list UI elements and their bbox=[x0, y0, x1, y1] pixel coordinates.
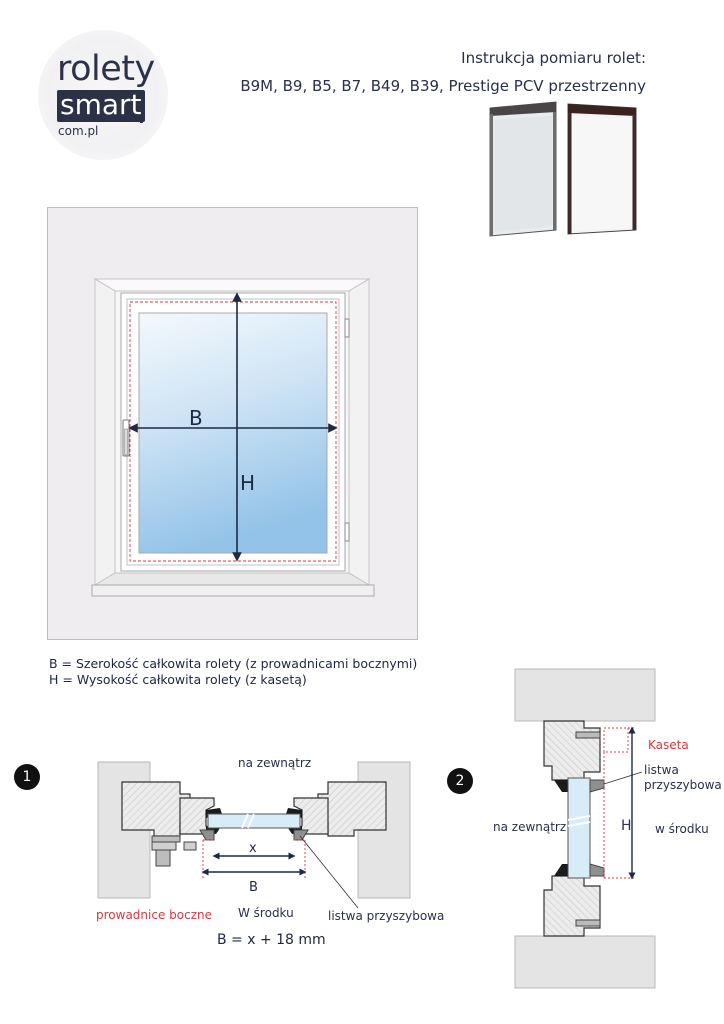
glass-pane-vertical bbox=[567, 777, 591, 879]
window-measurement-figure: B H bbox=[47, 207, 418, 640]
logo-word-rolety: rolety bbox=[57, 49, 155, 89]
window-glass bbox=[138, 312, 328, 554]
blind-left-image bbox=[489, 101, 557, 237]
outside-label-1: na zewnątrz bbox=[238, 756, 312, 770]
frame-profile-top bbox=[543, 720, 601, 781]
logo-word-smart: smart bbox=[57, 90, 145, 122]
glazing-bead-label-2b: przyszybowa bbox=[644, 778, 722, 792]
inside-label-2: w środku bbox=[655, 822, 709, 836]
frame-profile-bottom bbox=[543, 875, 601, 937]
height-label-2: H bbox=[621, 818, 632, 834]
glazing-bead-label-1: listwa przyszybowa bbox=[328, 909, 445, 923]
frame-profile-right bbox=[293, 781, 387, 837]
legend-height: H = Wysokość całkowita rolety (z kasetą) bbox=[49, 672, 307, 687]
glazing-bead-bottom bbox=[589, 863, 605, 877]
page-title: Instrukcja pomiaru rolet: bbox=[461, 49, 646, 67]
width-label: B bbox=[189, 406, 203, 430]
hinge-bottom bbox=[344, 522, 350, 542]
height-label: H bbox=[240, 471, 255, 495]
glazing-bead-left bbox=[199, 829, 215, 841]
vertical-section-diagram bbox=[514, 668, 656, 989]
step-badge-2: 2 bbox=[447, 768, 473, 794]
page-subtitle: B9M, B9, B5, B7, B49, B39, Prestige PCV … bbox=[240, 77, 646, 95]
cassette-label: Kaseta bbox=[648, 738, 689, 752]
step-badge-1: 1 bbox=[14, 764, 40, 790]
inside-label-1: W środku bbox=[238, 906, 294, 920]
logo-domain: com.pl bbox=[58, 124, 99, 138]
wall-top bbox=[514, 668, 656, 722]
outside-label-2: na zewnątrz bbox=[493, 820, 567, 834]
glazing-bead-label-2a: listwa bbox=[644, 763, 679, 777]
side-guides-label: prowadnice boczne bbox=[96, 908, 212, 922]
hinge-top bbox=[344, 318, 350, 338]
hinge-hardware bbox=[151, 841, 197, 867]
glazing-bead-right bbox=[293, 829, 309, 841]
dimension-x-label: x bbox=[249, 841, 257, 856]
product-photo-blinds bbox=[489, 101, 637, 237]
window-handle bbox=[122, 419, 130, 457]
wall-bottom bbox=[514, 935, 656, 989]
dimension-b-label: B bbox=[249, 880, 258, 895]
logo-dot: . bbox=[137, 97, 146, 130]
horizontal-section-diagram: x B bbox=[97, 761, 411, 909]
blind-right-image bbox=[567, 103, 637, 235]
legend-width: B = Szerokość całkowita rolety (z prowad… bbox=[49, 656, 418, 671]
window-sill bbox=[91, 584, 375, 597]
cassette-outline bbox=[603, 727, 629, 753]
glazing-bead-top bbox=[589, 779, 605, 793]
formula: B = x + 18 mm bbox=[217, 932, 326, 948]
frame-profile-left bbox=[121, 781, 215, 843]
